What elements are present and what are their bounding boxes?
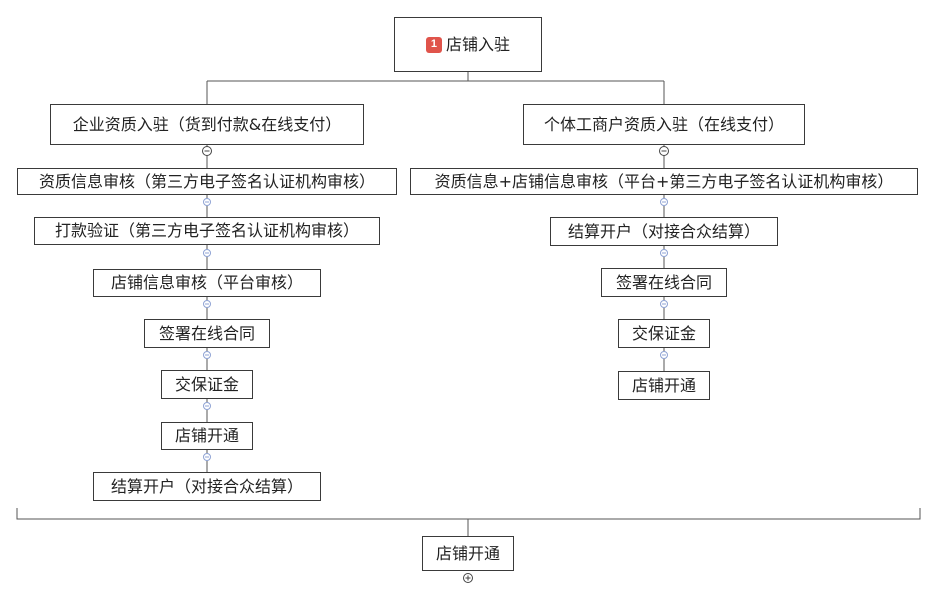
step-node[interactable]: 结算开户（对接合众结算）: [93, 472, 321, 501]
collapse-dot[interactable]: [660, 300, 668, 308]
step-node[interactable]: 店铺信息审核（平台审核）: [93, 269, 321, 297]
collapse-dot[interactable]: [203, 198, 211, 206]
collapse-dot[interactable]: [203, 351, 211, 359]
step-node[interactable]: 结算开户（对接合众结算）: [550, 217, 778, 246]
collapse-dot[interactable]: [203, 453, 211, 461]
step-node[interactable]: 资质信息+店铺信息审核（平台+第三方电子签名认证机构审核）: [410, 168, 918, 195]
step-node[interactable]: 店铺开通: [161, 422, 253, 450]
collapse-toggle-left[interactable]: [202, 146, 212, 156]
root-label: 店铺入驻: [445, 34, 510, 54]
branch-individual[interactable]: 个体工商户资质入驻（在线支付）: [523, 104, 805, 145]
expand-toggle-final[interactable]: [463, 573, 473, 583]
collapse-dot[interactable]: [660, 249, 668, 257]
branch-enterprise[interactable]: 企业资质入驻（货到付款&在线支付）: [50, 104, 364, 145]
collapse-toggle-right[interactable]: [659, 146, 669, 156]
step-node[interactable]: 交保证金: [161, 370, 253, 399]
priority-badge: 1: [425, 36, 442, 53]
collapse-dot[interactable]: [660, 198, 668, 206]
step-node[interactable]: 资质信息审核（第三方电子签名认证机构审核）: [17, 168, 397, 195]
collapse-dot[interactable]: [203, 402, 211, 410]
collapse-dot[interactable]: [660, 351, 668, 359]
root-node[interactable]: 1 店铺入驻: [394, 17, 542, 72]
step-node[interactable]: 店铺开通: [618, 371, 710, 400]
collapse-dot[interactable]: [203, 300, 211, 308]
step-node[interactable]: 签署在线合同: [144, 319, 270, 348]
step-node[interactable]: 签署在线合同: [601, 268, 727, 297]
step-node[interactable]: 交保证金: [618, 319, 710, 348]
step-node[interactable]: 打款验证（第三方电子签名认证机构审核）: [34, 217, 380, 245]
final-node[interactable]: 店铺开通: [422, 536, 514, 571]
collapse-dot[interactable]: [203, 249, 211, 257]
